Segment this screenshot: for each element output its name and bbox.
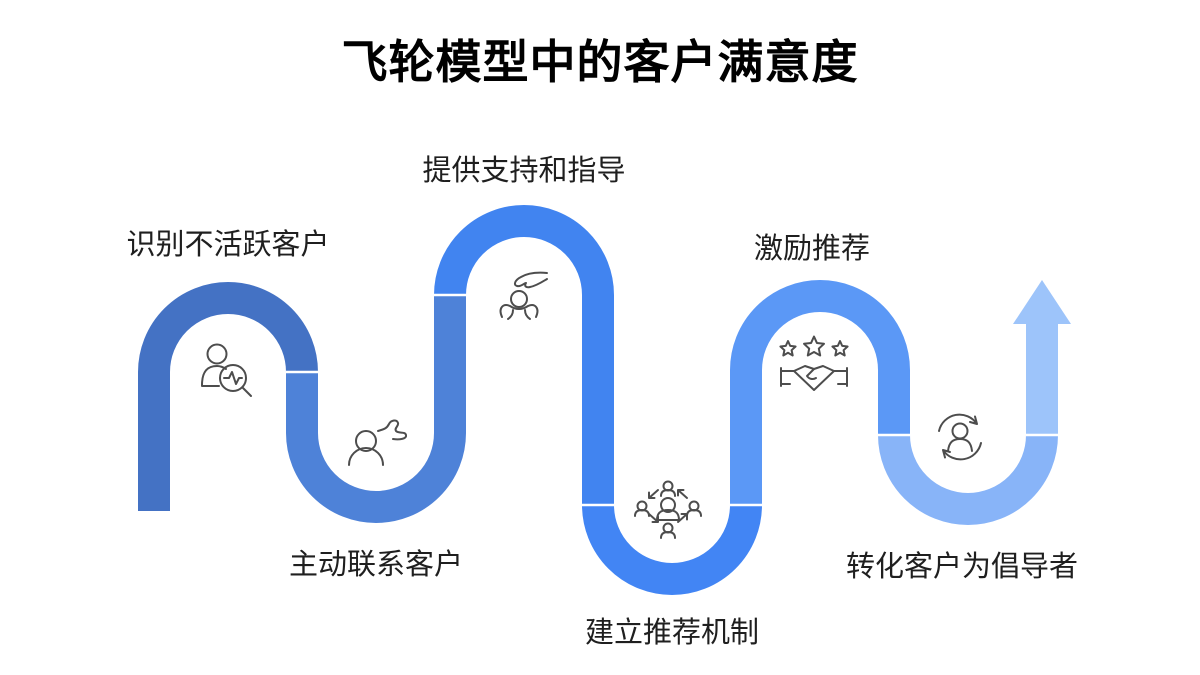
stage-label-identify: 识别不活跃客户 bbox=[126, 229, 330, 261]
stage-label-incentive: 激励推荐 bbox=[753, 233, 871, 265]
user-chat-icon bbox=[348, 419, 407, 466]
stage-label-referral: 建立推荐机制 bbox=[584, 617, 760, 649]
path-segment-advocate bbox=[878, 434, 1058, 525]
path-segment-incentive bbox=[730, 280, 910, 505]
path-segment-referral bbox=[582, 504, 762, 595]
user-search-icon bbox=[201, 343, 252, 397]
advocate-refresh-icon bbox=[938, 413, 982, 461]
stage-label-support: 提供支持和指导 bbox=[422, 155, 626, 187]
path-segment-identify bbox=[138, 282, 318, 511]
stars-handshake-icon bbox=[779, 335, 849, 391]
arrow-head-icon bbox=[1013, 280, 1071, 324]
path-segment-contact bbox=[286, 295, 466, 523]
care-hand-icon bbox=[499, 271, 548, 320]
referral-network-icon bbox=[634, 480, 702, 539]
stage-label-contact: 主动联系客户 bbox=[288, 549, 464, 581]
page-title: 飞轮模型中的客户满意度 bbox=[341, 36, 859, 88]
stage-label-advocate: 转化客户为倡导者 bbox=[845, 551, 1079, 583]
path-segment-support bbox=[434, 205, 614, 505]
